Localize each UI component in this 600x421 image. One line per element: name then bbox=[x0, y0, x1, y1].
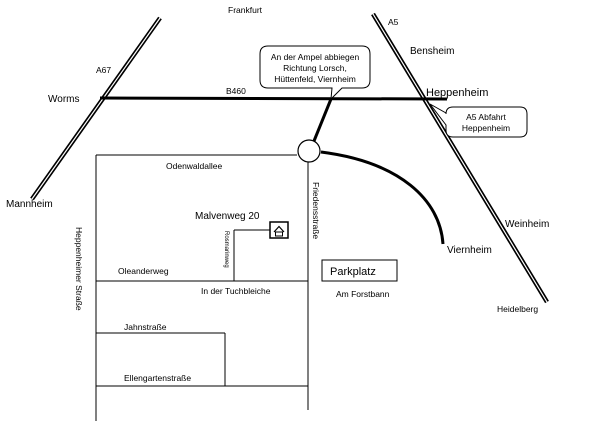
ampel-callout-line-3: Hüttenfeld, Viernheim bbox=[274, 74, 356, 84]
ampel-callout-line-2: Richtung Lorsch, bbox=[283, 63, 347, 73]
a5-exit-callout-line-2: Heppenheim bbox=[462, 123, 510, 133]
mannheim-label: Mannheim bbox=[6, 199, 53, 210]
viernheim-label: Viernheim bbox=[447, 245, 492, 256]
oleanderweg-label: Oleanderweg bbox=[118, 266, 169, 276]
ellengartenstrasse-label: Ellengartenstraße bbox=[124, 373, 191, 383]
odenwaldallee-label: Odenwaldallee bbox=[166, 161, 223, 171]
bensheim-label: Bensheim bbox=[410, 46, 454, 57]
weinheim-label: Weinheim bbox=[505, 219, 549, 230]
jahnstrasse-label: Jahnstraße bbox=[124, 322, 167, 332]
b460-road bbox=[99, 96, 448, 101]
parking-area: Parkplatz bbox=[321, 259, 398, 282]
roundabout bbox=[297, 139, 321, 163]
viernheim-road bbox=[320, 150, 445, 245]
ampel-callout: An der Ampel abbiegen Richtung Lorsch, H… bbox=[259, 45, 371, 101]
a5-label: A5 bbox=[388, 17, 399, 27]
frankfurt-label: Frankfurt bbox=[228, 5, 263, 15]
house-icon bbox=[269, 221, 289, 239]
local-streets bbox=[95, 154, 309, 421]
ampel-callout-line-1: An der Ampel abbiegen bbox=[271, 52, 360, 62]
worms-label: Worms bbox=[48, 94, 79, 105]
connector-road bbox=[312, 98, 333, 142]
rosmarinweg-label: Rosmarinweg bbox=[223, 231, 229, 268]
parking-label: Parkplatz bbox=[330, 266, 376, 278]
in-der-tuchbleiche-label: In der Tuchbleiche bbox=[201, 286, 271, 296]
am-forstbann-label: Am Forstbann bbox=[336, 289, 390, 299]
friedensstrasse-label: Friedensstraße bbox=[311, 182, 321, 239]
a5-exit-callout: A5 Abfahrt Heppenheim bbox=[429, 103, 528, 138]
heppenheimer-strasse-label: Heppenheimer Straße bbox=[74, 227, 84, 311]
a5-exit-callout-line-1: A5 Abfahrt bbox=[466, 112, 506, 122]
a67-motorway bbox=[30, 16, 162, 201]
a5-motorway bbox=[371, 12, 549, 304]
heppenheim-label: Heppenheim bbox=[426, 87, 488, 99]
heidelberg-label: Heidelberg bbox=[497, 304, 538, 314]
a67-label: A67 bbox=[96, 65, 111, 75]
b460-label: B460 bbox=[226, 86, 246, 96]
address-label: Malvenweg 20 bbox=[195, 211, 260, 222]
